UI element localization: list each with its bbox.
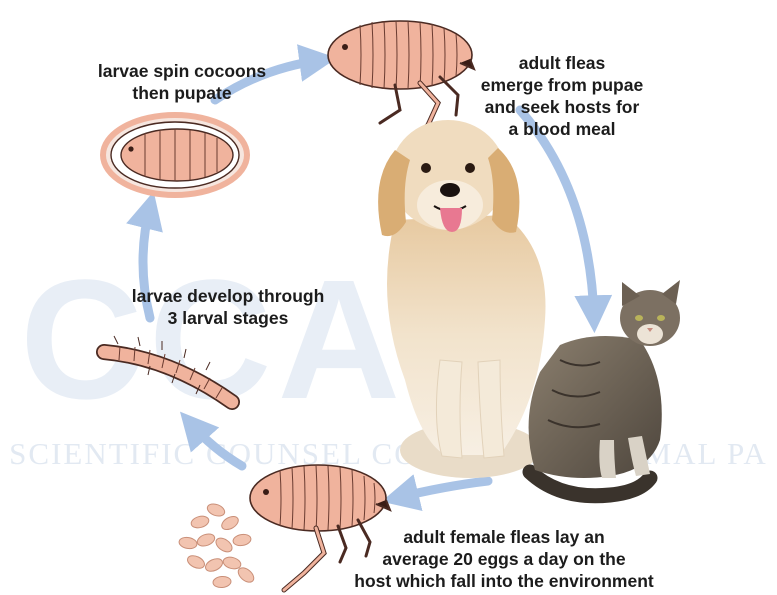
label-adult-female-lay-eggs: adult female fleas lay an average 20 egg… bbox=[318, 526, 690, 592]
cocoon-pupa-icon bbox=[103, 115, 247, 195]
arrow-eggs-to-larvae bbox=[190, 423, 242, 466]
label-larvae-spin-cocoons: larvae spin cocoons then pupate bbox=[76, 60, 288, 104]
larva-icon bbox=[104, 336, 232, 402]
label-adult-fleas-emerge: adult fleas emerge from pupae and seek h… bbox=[452, 52, 672, 140]
dog-illustration bbox=[378, 120, 545, 478]
label-larvae-develop: larvae develop through 3 larval stages bbox=[104, 285, 352, 329]
flea-eggs-icon bbox=[178, 502, 256, 589]
arrow-host-to-eggs bbox=[396, 481, 488, 498]
cat-illustration bbox=[529, 280, 680, 496]
